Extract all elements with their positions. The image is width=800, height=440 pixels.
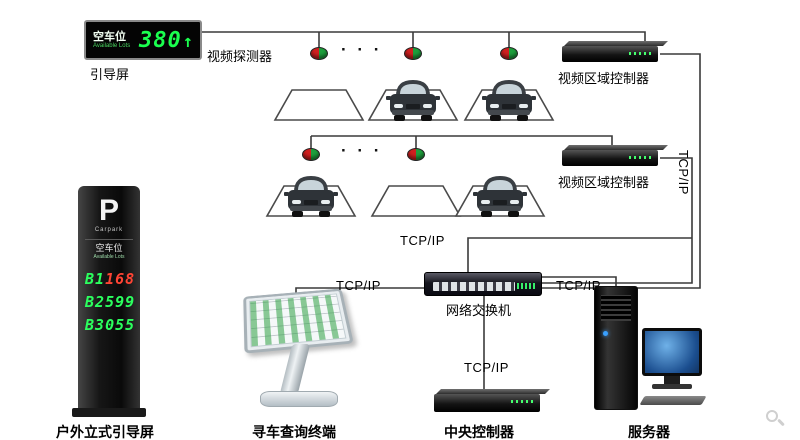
outdoor-pillar-caption: 户外立式引导屏 bbox=[56, 424, 154, 440]
level-count-row: B1 168 bbox=[85, 268, 140, 291]
available-count: 380 ↑ bbox=[139, 28, 193, 53]
available-lots-label: 空车位 bbox=[93, 30, 126, 43]
query-kiosk bbox=[238, 286, 360, 418]
car-icon bbox=[284, 176, 338, 217]
camera-dome-icon bbox=[407, 148, 425, 161]
server-power-led bbox=[603, 331, 608, 336]
video-detector-caption: 视频探测器 bbox=[207, 49, 273, 64]
monitor-foot bbox=[652, 384, 692, 389]
level-count: 055 bbox=[105, 316, 136, 335]
tcpip-label-switch-right: TCP/IP bbox=[556, 278, 601, 293]
video-area-controller-2 bbox=[562, 150, 658, 166]
video-detector-icon bbox=[500, 47, 518, 60]
connection-line bbox=[467, 237, 692, 272]
camera-dome-icon bbox=[500, 47, 518, 60]
server-caption: 服务器 bbox=[628, 424, 670, 440]
magnifier-lens bbox=[766, 410, 778, 422]
server-monitor-screen bbox=[645, 331, 699, 373]
server-vents bbox=[601, 295, 631, 321]
central-controller bbox=[434, 394, 540, 412]
connection-line bbox=[542, 276, 617, 286]
outdoor-guidance-pillar: P Carpark 空车位 Available Lots B1 168 B2 5… bbox=[78, 186, 140, 410]
available-lots-sublabel: Available Lots bbox=[93, 42, 131, 49]
car-icon bbox=[482, 80, 536, 121]
parking-p-logo: P bbox=[98, 194, 119, 227]
carpark-sublabel: Carpark bbox=[94, 227, 124, 233]
level-count-row: B3 055 bbox=[85, 314, 140, 337]
level-label: B2 bbox=[85, 293, 106, 312]
pillar-level-counts: B1 168 B2 599 B3 055 bbox=[78, 268, 140, 338]
tcpip-label-switch-bottom: TCP/IP bbox=[464, 360, 509, 375]
tcpip-label-switch-left: TCP/IP bbox=[336, 278, 381, 293]
switch-leds bbox=[517, 283, 535, 289]
server-tower bbox=[594, 286, 638, 410]
kiosk-parking-map bbox=[249, 293, 347, 348]
level-count: 599 bbox=[105, 293, 136, 312]
parking-space bbox=[370, 185, 462, 217]
video-area-controller-2-caption: 视频区域控制器 bbox=[558, 175, 650, 190]
pillar-base bbox=[72, 408, 146, 417]
video-detector-icon bbox=[404, 47, 422, 60]
camera-dome-icon bbox=[310, 47, 328, 60]
car-icon bbox=[473, 176, 527, 217]
magnifier-handle bbox=[777, 418, 785, 427]
magnifier-watermark-icon bbox=[764, 408, 786, 430]
video-detector-icon bbox=[302, 148, 320, 161]
monitor-stand bbox=[664, 376, 680, 384]
level-count-row: B2 599 bbox=[85, 291, 140, 314]
car-icon bbox=[386, 80, 440, 121]
network-switch-caption: 网络交换机 bbox=[446, 303, 512, 318]
video-area-controller-1-caption: 视频区域控制器 bbox=[558, 71, 650, 86]
up-arrow-icon: ↑ bbox=[182, 31, 193, 52]
parking-space bbox=[273, 89, 365, 121]
tcpip-label-right-vertical: TCP/IP bbox=[676, 150, 691, 195]
video-area-controller-1 bbox=[562, 46, 658, 62]
status-leds bbox=[629, 52, 651, 55]
video-detector-icon bbox=[407, 148, 425, 161]
level-label: B3 bbox=[85, 316, 106, 335]
kiosk-base bbox=[260, 391, 338, 407]
video-detector-icon bbox=[310, 47, 328, 60]
pillar-available-sublabel: Available Lots bbox=[93, 253, 125, 260]
ellipsis-more-detectors: · · · bbox=[341, 141, 383, 160]
keyboard bbox=[639, 396, 707, 405]
pillar-available-label: 空车位 bbox=[95, 243, 123, 253]
available-count-value: 380 bbox=[139, 27, 182, 53]
guidance-display-zone: 空车位 Available Lots bbox=[93, 31, 130, 50]
camera-dome-icon bbox=[302, 148, 320, 161]
connection-line bbox=[542, 157, 693, 284]
status-leds bbox=[629, 156, 651, 159]
tcpip-label-middle: TCP/IP bbox=[400, 233, 445, 248]
guidance-display-caption: 引导屏 bbox=[90, 67, 130, 82]
status-leds bbox=[511, 400, 533, 403]
server-monitor bbox=[642, 328, 702, 376]
divider bbox=[85, 239, 133, 240]
kiosk-stand bbox=[279, 344, 311, 394]
query-kiosk-caption: 寻车查询终端 bbox=[252, 424, 336, 440]
level-count: 168 bbox=[105, 269, 136, 288]
guidance-display: 空车位 Available Lots 380 ↑ bbox=[84, 20, 202, 60]
ellipsis-more-detectors: · · · bbox=[341, 40, 383, 59]
camera-dome-icon bbox=[404, 47, 422, 60]
level-label: B1 bbox=[85, 269, 106, 288]
central-controller-caption: 中央控制器 bbox=[444, 424, 514, 440]
switch-ports bbox=[433, 282, 515, 291]
network-switch bbox=[424, 272, 542, 296]
